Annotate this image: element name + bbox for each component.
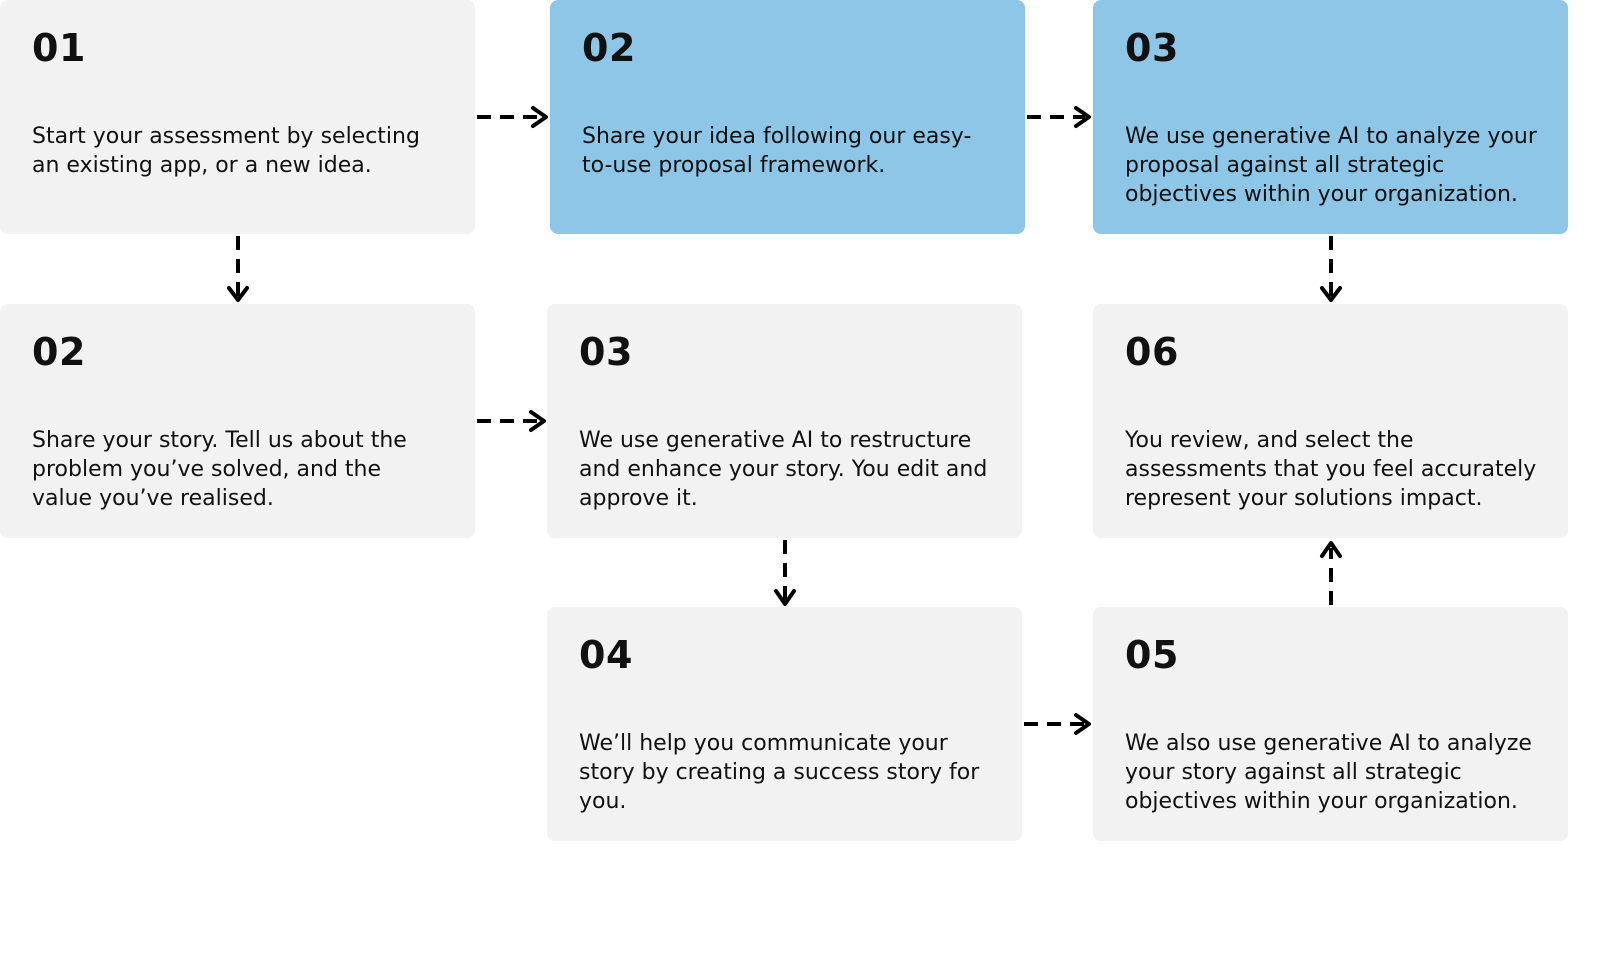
step-description: We use generative AI to analyze your pro… <box>1125 124 1537 207</box>
step-card-03-analyze-proposal: 03 We use generative AI to analyze your … <box>1093 0 1568 234</box>
step-card-02-story: 02 Share your story. Tell us about the p… <box>0 304 475 538</box>
step-number: 05 <box>1125 633 1179 677</box>
arrowhead-down-icon <box>774 589 796 606</box>
step-number: 02 <box>582 26 636 70</box>
step-card-02-idea: 02 Share your idea following our easy-to… <box>550 0 1025 234</box>
step-card-03-restructure-story: 03 We use generative AI to restructure a… <box>547 304 1022 538</box>
step-number: 02 <box>32 330 86 374</box>
arrowhead-right-icon <box>529 410 546 432</box>
step-description: Share your idea following our easy-to-us… <box>582 124 972 178</box>
step-description: Start your assessment by selecting an ex… <box>32 124 420 178</box>
step-description: You review, and select the assessments t… <box>1125 428 1537 511</box>
step-number: 01 <box>32 26 86 70</box>
step-description: We use generative AI to restructure and … <box>579 428 988 511</box>
step-card-04-success-story: 04 We’ll help you communicate your story… <box>547 607 1022 841</box>
arrowhead-right-icon <box>1074 106 1091 128</box>
arrowhead-down-icon <box>227 286 249 302</box>
arrowhead-right-icon <box>531 106 548 128</box>
step-number: 03 <box>1125 26 1179 70</box>
step-card-01: 01 Start your assessment by selecting an… <box>0 0 475 234</box>
arrowhead-right-icon <box>1074 713 1091 735</box>
arrowhead-down-icon <box>1320 286 1342 302</box>
step-description: Share your story. Tell us about the prob… <box>32 428 407 511</box>
step-card-05-analyze-story: 05 We also use generative AI to analyze … <box>1093 607 1568 841</box>
step-card-06-review: 06 You review, and select the assessment… <box>1093 304 1568 538</box>
step-description: We also use generative AI to analyze you… <box>1125 731 1532 814</box>
arrowhead-up-icon <box>1320 541 1342 558</box>
step-description: We’ll help you communicate your story by… <box>579 731 980 814</box>
step-number: 03 <box>579 330 633 374</box>
step-number: 06 <box>1125 330 1179 374</box>
step-number: 04 <box>579 633 633 677</box>
